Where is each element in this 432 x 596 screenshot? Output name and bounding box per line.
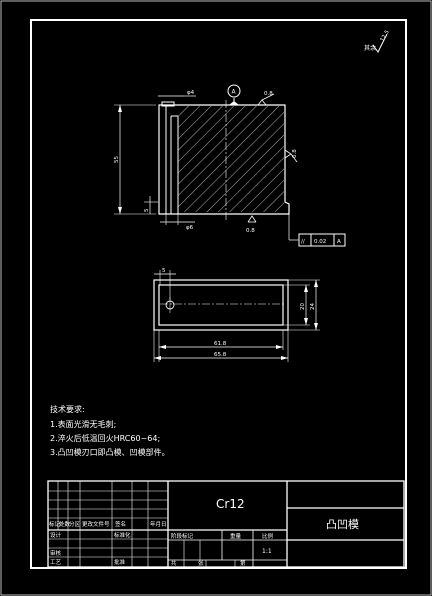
label-design: 设计 [50,531,62,539]
dim-height: 55 [114,156,120,163]
dim-inner-width: 61.8 [214,341,227,347]
label-count: 处数 [59,520,71,528]
dim-outer-width: 65.8 [214,352,227,358]
label-stage: 阶段标记 [171,532,194,540]
label-date: 年月日 [150,520,167,528]
label-process: 工艺 [50,559,62,566]
label-division: 分区 [69,520,81,528]
label-scale: 比例 [262,532,274,540]
tolerance-symbol: // [301,239,305,245]
top-view: 5 61.8 65.8 20 24 [153,268,320,362]
label-sheet: 张 [198,559,204,567]
top-view-inner [158,284,284,326]
tolerance-value: 0.02 [314,239,326,245]
rest-roughness-icon [372,33,388,53]
tolerance-datum: A [337,239,341,245]
label-change-no: 更改文件号 [82,520,110,528]
label-approve: 批准 [114,558,126,566]
label-standard: 标准化 [114,531,131,539]
dim-inner-height: 20 [300,303,306,310]
label-mark: 标记 [49,520,61,528]
dim-outer-height: 24 [310,303,316,310]
inner-frame-border [30,19,407,569]
section-hatching [178,106,284,212]
dim-base: 5 [144,208,150,212]
roughness-top: 0.8 [264,91,273,97]
note-2: 2.淬火后低温回火HRC60~64; [50,433,160,443]
front-view: A φ4 0.8 0.8 0.8 55 5 φ6 [114,84,346,247]
label-sign: 签名 [115,520,126,528]
material-label: Cr12 [216,497,245,511]
note-3: 3.凸凹模刃口即凸模、凹模部件。 [50,447,170,457]
notes-title: 技术要求: [50,404,85,414]
note-1: 1.表面光滑无毛刺; [50,419,116,429]
datum-label: A [232,89,237,96]
dim-offset: 5 [162,268,166,274]
label-sheet-no: 第 [240,559,246,567]
front-view-outline [158,104,290,215]
label-sheets: 共 [171,559,177,567]
scale-value: 1:1 [262,548,272,555]
tolerance-frame [298,233,346,247]
rest-roughness-value: 12.5 [380,29,392,43]
datum-circle [227,84,241,98]
dim-top-label: φ4 [187,90,195,96]
roughness-side: 0.8 [292,149,298,158]
top-view-outer [153,279,289,331]
label-weight: 重量 [230,532,242,540]
rest-roughness-note: 其余 [364,44,376,52]
title-block [47,480,405,568]
roughness-bottom: 0.8 [246,228,255,234]
dim-bottom-label: φ6 [186,225,194,231]
part-name: 凸凹模 [326,518,359,531]
label-review: 审核 [50,549,62,557]
